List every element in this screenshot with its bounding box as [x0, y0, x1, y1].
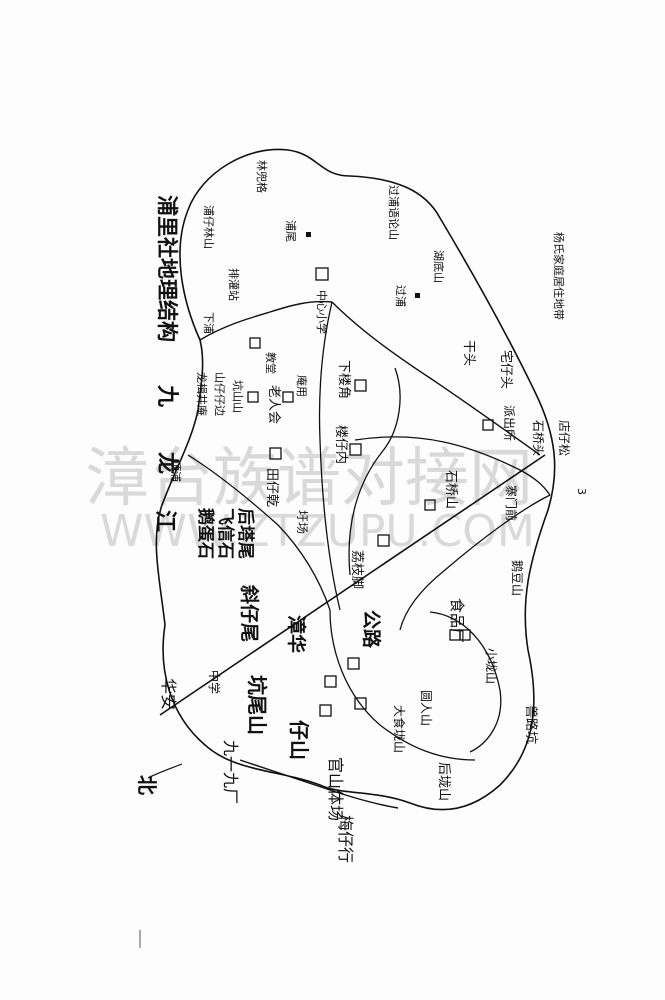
building-road-1: [347, 657, 360, 670]
river-char-1: 九: [154, 384, 179, 407]
label-feixinshi: 飞信石: [215, 508, 236, 559]
label-xiaolongshan: 小垅山: [484, 648, 498, 684]
boundary-mid-south: [329, 609, 476, 761]
label-zhaizaitou: 宅仔头: [498, 350, 513, 389]
label-kengweishan: 坑尾山: [245, 675, 269, 735]
boundary-right-lobe: [354, 436, 551, 496]
label-haochang: 圩场: [295, 510, 309, 534]
building-paichusuo: [482, 419, 494, 431]
label-huosuokeng: 兽路坑: [523, 705, 539, 744]
boundary-hill-arc: [429, 611, 502, 753]
label-shanzai: 山仔仔边: [213, 372, 226, 416]
label-longlin: 龙楫井庵: [195, 372, 209, 416]
label-houtawei: 后塔尾: [235, 508, 256, 559]
label-shiqiaoshan: 石桥山: [443, 470, 458, 509]
label-jiuyijiuchang: 九一九厂: [221, 740, 240, 804]
building-xialoujiao: [354, 379, 367, 392]
label-gantou: 干头: [461, 340, 476, 366]
compass-north: 北: [135, 775, 159, 795]
road-compass-line: [147, 763, 183, 779]
label-xiapu: 下浦: [202, 312, 215, 334]
boundary-center-lobe: [348, 367, 401, 576]
building-louzai: [349, 443, 362, 456]
label-paiguanzhan: 排灌站: [227, 268, 241, 301]
label-zhongxin-xiaoxue: 中心小学: [315, 290, 329, 334]
river-char-3: 江: [152, 510, 177, 532]
label-edanshi: 鹅蛋石: [195, 508, 216, 559]
boundary-east-arc: [331, 301, 541, 456]
label-yanyong: 庵用: [295, 375, 309, 397]
small-markers: [306, 232, 420, 298]
label-meizaihang: 梅仔行: [336, 815, 355, 863]
road-zhanghua: [159, 454, 546, 716]
label-xiezaiwei: 斜仔尾: [238, 584, 261, 642]
road-west-branch: [239, 759, 399, 809]
boundary-middle: [318, 301, 341, 611]
label-huaan: 华安: [159, 678, 178, 710]
label-xialoujiao: 下楼角: [336, 360, 351, 399]
building-road-2: [324, 675, 337, 688]
place-labels: 林兜格 浦仔林山 过浦语论山 湖底山 浦尾 排灌站 下浦 中心小学 过浦 干头 …: [159, 160, 571, 863]
building-tianzi: [269, 447, 282, 460]
label-hudishan: 湖底山: [432, 250, 446, 283]
label-guopu: 过浦: [394, 285, 407, 307]
page-number: 3: [575, 488, 588, 495]
label-kengshan: 坑山山: [231, 380, 245, 413]
watermark-en: WWW.ZTZUPU.COM: [100, 506, 535, 557]
village-boundary: [155, 148, 556, 811]
label-jiaotang: 教堂: [264, 352, 277, 374]
label-gonglu: 公路: [360, 610, 383, 649]
label-zhaimenqian: 寨门前: [504, 485, 519, 521]
boundary-north: [199, 300, 333, 341]
label-zhongxue: 中学: [207, 670, 222, 694]
building-yongan: [282, 391, 294, 403]
building-zhongxin-school: [315, 267, 329, 281]
label-edoushan: 鹅豆山: [510, 560, 524, 596]
label-guanshanchang: 官山体场: [326, 757, 345, 821]
label-louzainei: 楼仔内: [333, 425, 349, 464]
building-road-4: [354, 697, 367, 710]
building-laorenhui: [249, 337, 261, 349]
label-linjiuge: 林兜格: [255, 160, 269, 193]
watermark-cn: 漳台族谱对接网: [85, 442, 533, 516]
boundary-southeast: [399, 494, 551, 631]
label-lizhijiao: 荔枝脚: [349, 550, 365, 589]
building-road-3: [319, 704, 332, 717]
label-laorenhui: 老人会: [266, 385, 281, 424]
label-guopu-yulunshan: 过浦语论山: [387, 185, 401, 240]
label-dashilongshan: 大食垅山: [392, 705, 407, 753]
building-lizhi: [377, 534, 390, 547]
label-yangshi-jiating: 杨氏家庭居住地带: [552, 232, 566, 320]
label-houlongshan: 后垅山: [436, 762, 451, 801]
label-zaishan: 仔山: [287, 720, 311, 760]
label-shipinchang: 食品厂: [448, 598, 466, 643]
label-dingpu: 顶浦: [169, 460, 182, 482]
label-shiqiaotou: 石桥头: [531, 420, 545, 456]
boundary-west: [187, 454, 331, 611]
building-shipin-2: [459, 629, 471, 641]
map-title: 浦里社地理结构: [155, 195, 179, 342]
label-puzai-linshan: 浦仔林山: [202, 205, 216, 249]
label-paichusuo: 派出所: [502, 405, 516, 441]
label-zhanghua: 漳华: [285, 615, 308, 653]
building-markers: [247, 267, 494, 717]
label-yuanrenshan: 圆人山: [419, 690, 433, 726]
label-tianziqian: 田仔乾: [264, 468, 279, 507]
building-shiqiao: [424, 499, 436, 511]
building-church: [247, 391, 259, 403]
river-char-2: 龙: [154, 452, 179, 474]
label-puwei: 浦尾: [284, 220, 297, 242]
label-dianzaisong: 店仔松: [557, 420, 571, 456]
